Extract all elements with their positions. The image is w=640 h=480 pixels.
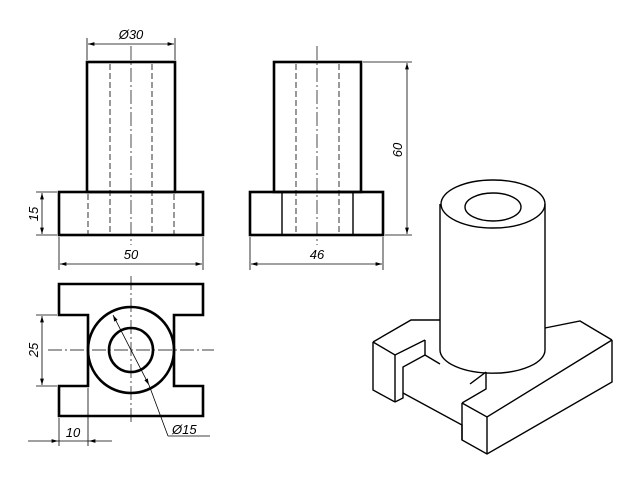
- dim-label-overall-height: 60: [390, 142, 405, 157]
- dim-slot-depth: 25: [26, 314, 57, 387]
- dim-label-slot-depth: 25: [26, 342, 41, 358]
- iso-right-block-slot-wall: [461, 372, 487, 404]
- dim-hole-diameter: Ø15: [112, 314, 210, 437]
- dim-label-slot-offset: 10: [66, 425, 81, 440]
- dim-label-base-height: 15: [26, 206, 41, 221]
- iso-right-block-front: [461, 340, 613, 455]
- iso-right-block-top: [461, 339, 613, 418]
- dim-base-height: 15: [26, 191, 57, 236]
- side-view: [248, 46, 385, 245]
- iso-cylinder-bore: [464, 192, 522, 222]
- iso-slot-inner-left: [402, 354, 426, 393]
- iso-base-back-right-edge: [544, 320, 613, 341]
- top-base-outline: [57, 282, 205, 418]
- iso-slot-step: [469, 371, 487, 385]
- iso-base-back-edge: [372, 319, 440, 343]
- dim-label-top-diameter: Ø30: [118, 27, 144, 42]
- iso-left-block-top: [372, 339, 426, 356]
- iso-slot-back-left: [424, 354, 441, 365]
- iso-slot-floor: [402, 392, 463, 440]
- iso-left-block-bottom: [394, 393, 404, 403]
- dim-label-hole-diameter: Ø15: [171, 422, 197, 437]
- dim-top-diameter: Ø30: [86, 27, 176, 60]
- dim-label-base-width-side: 46: [310, 247, 325, 262]
- dim-base-width-front: 50: [58, 237, 204, 270]
- dim-slot-offset: 10: [28, 388, 112, 446]
- side-base-outline: [248, 190, 385, 237]
- dim-label-base-width-front: 50: [124, 247, 139, 262]
- iso-left-block-front-left: [372, 342, 396, 403]
- iso-cylinder-body: [439, 204, 546, 374]
- side-cylinder-outline: [272, 60, 363, 194]
- front-view: [57, 46, 205, 245]
- dim-base-width-side: 46: [249, 237, 384, 270]
- dim-overall-height: 60: [363, 61, 412, 236]
- isometric-view: [372, 179, 613, 455]
- iso-cylinder-top: [440, 179, 546, 229]
